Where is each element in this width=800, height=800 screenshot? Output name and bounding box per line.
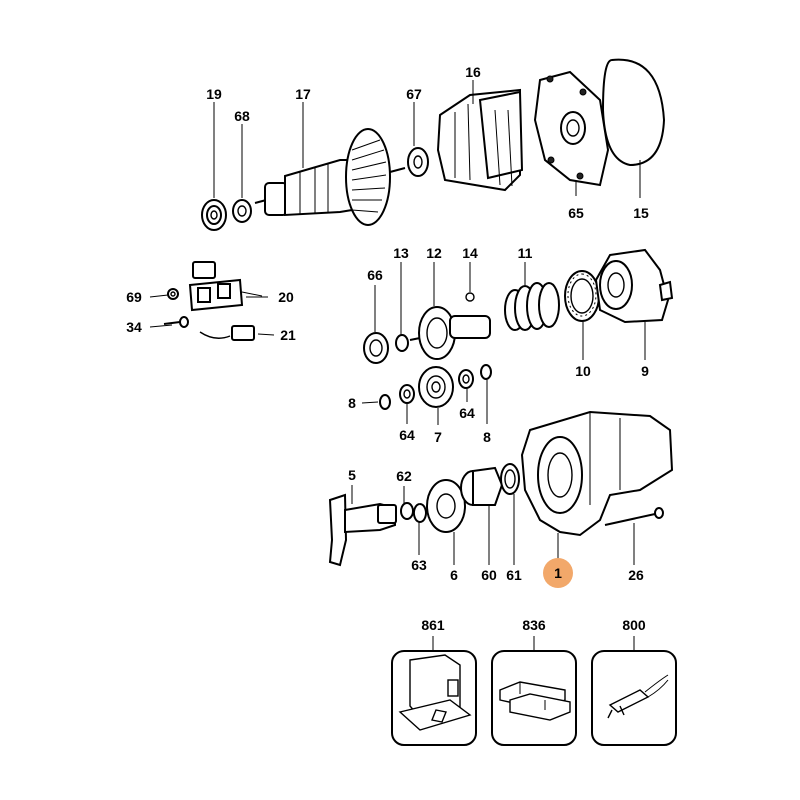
part-21-brush[interactable] — [199, 325, 255, 341]
part-8-washer-left[interactable] — [379, 394, 391, 410]
label-8-left: 8 — [348, 395, 356, 411]
label-14: 14 — [462, 245, 478, 261]
part-68-washer[interactable] — [232, 199, 252, 223]
part-19-bearing[interactable] — [201, 199, 227, 231]
part-16-baffle[interactable] — [436, 88, 524, 192]
part-8-washer-right[interactable] — [480, 364, 492, 380]
accessory-861-carry-case[interactable] — [391, 650, 477, 746]
part-66-bushing[interactable] — [363, 332, 389, 364]
label-800: 800 — [622, 617, 646, 633]
part-10-ball-ring[interactable] — [564, 270, 600, 322]
label-10: 10 — [575, 363, 591, 379]
label-68: 68 — [234, 108, 250, 124]
label-63: 63 — [411, 557, 427, 573]
part-62-ring[interactable] — [400, 502, 414, 520]
part-64-bushing-right[interactable] — [458, 369, 474, 389]
label-836: 836 — [522, 617, 546, 633]
label-6: 6 — [450, 567, 458, 583]
label-62: 62 — [396, 468, 412, 484]
label-60: 60 — [481, 567, 497, 583]
part-6-flange[interactable] — [426, 479, 466, 533]
label-19: 19 — [206, 86, 222, 102]
part-14-ball[interactable] — [465, 292, 475, 302]
part-11-spring[interactable] — [504, 282, 560, 331]
label-12: 12 — [426, 245, 442, 261]
label-9: 9 — [641, 363, 649, 379]
label-16: 16 — [465, 64, 481, 80]
label-61: 61 — [506, 567, 522, 583]
label-5: 5 — [348, 467, 356, 483]
label-64-right: 64 — [459, 405, 475, 421]
label-8-right: 8 — [483, 429, 491, 445]
label-65: 65 — [568, 205, 584, 221]
label-66: 66 — [367, 267, 383, 283]
part-1-gear-housing[interactable] — [520, 410, 674, 537]
label-67: 67 — [406, 86, 422, 102]
part-12-gear-shaft[interactable] — [409, 306, 491, 360]
part-26-screw[interactable] — [604, 507, 664, 526]
label-26: 26 — [628, 567, 644, 583]
part-34-screw[interactable] — [163, 316, 189, 328]
accessory-836-tray[interactable] — [491, 650, 577, 746]
label-64-left: 64 — [399, 427, 415, 443]
part-1-highlight-marker[interactable]: 1 — [543, 558, 573, 588]
part-69-spring[interactable] — [167, 288, 179, 300]
label-34: 34 — [126, 319, 142, 335]
label-21: 21 — [280, 327, 296, 343]
part-60-sleeve[interactable] — [460, 466, 504, 506]
part-13-washer[interactable] — [395, 334, 409, 352]
label-20: 20 — [278, 289, 294, 305]
label-7: 7 — [434, 429, 442, 445]
part-7-bearing[interactable] — [418, 366, 454, 408]
part-67-washer[interactable] — [407, 147, 429, 177]
part-63-ring[interactable] — [412, 503, 427, 523]
part-64-bushing-left[interactable] — [399, 384, 415, 404]
part-65-bearing-plate[interactable] — [533, 70, 610, 187]
label-11: 11 — [518, 245, 533, 261]
label-69: 69 — [126, 289, 142, 305]
part-61-seal[interactable] — [500, 463, 520, 495]
label-861: 861 — [421, 617, 445, 633]
label-17: 17 — [295, 86, 311, 102]
part-5-anvil[interactable] — [328, 493, 397, 567]
part-17-armature[interactable] — [254, 128, 406, 226]
part-9-clutch-housing[interactable] — [594, 248, 674, 324]
part-15-gasket[interactable] — [601, 58, 666, 167]
label-13: 13 — [393, 245, 409, 261]
accessory-800-cable[interactable] — [591, 650, 677, 746]
part-20-brush-holder[interactable] — [188, 261, 263, 312]
label-15: 15 — [633, 205, 649, 221]
label-1: 1 — [554, 565, 562, 581]
